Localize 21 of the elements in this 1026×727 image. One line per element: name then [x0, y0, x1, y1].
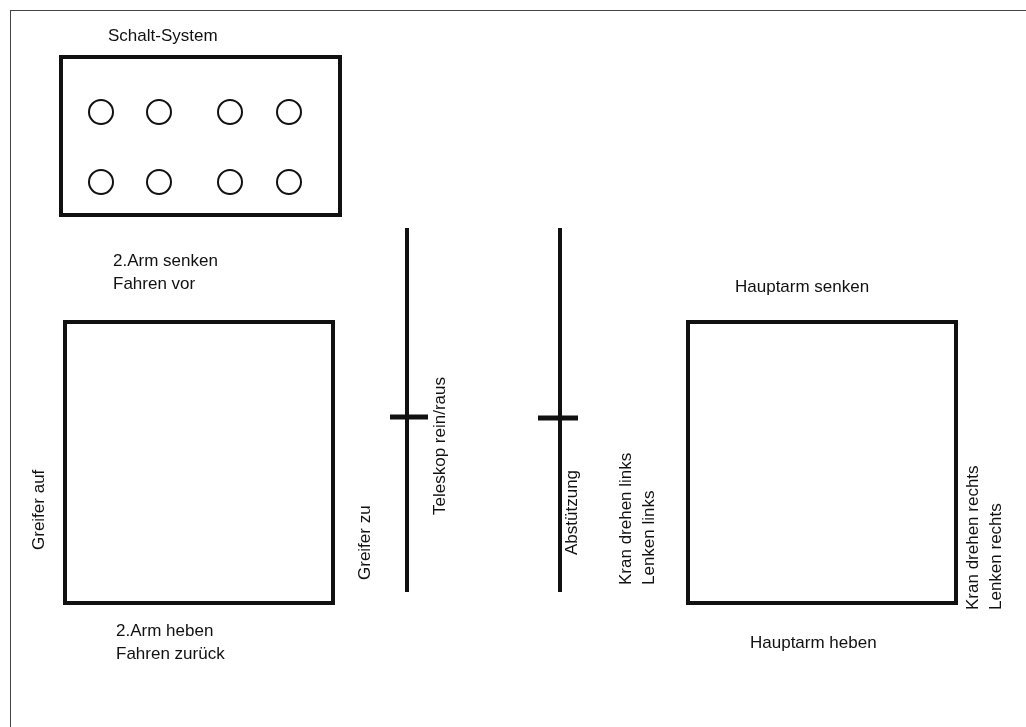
control-label: Kran drehen rechts Lenken rechts: [962, 464, 1006, 610]
knob-circle: [146, 169, 172, 195]
joystick-box: [63, 320, 335, 605]
control-label: Kran drehen links Lenken links: [615, 451, 659, 585]
knob-circle: [217, 99, 243, 125]
knob-circle: [146, 99, 172, 125]
control-label: Hauptarm heben: [750, 632, 878, 654]
knob-circle: [88, 169, 114, 195]
slider-label: Abstützung: [561, 468, 582, 555]
panel-heading: Schalt-System: [108, 27, 218, 44]
knob-circle: [88, 99, 114, 125]
control-label: Greifer auf: [28, 468, 49, 550]
control-label: Hauptarm senken: [735, 276, 871, 298]
knob-circle: [276, 99, 302, 125]
slider-label: Teleskop rein/raus: [429, 376, 450, 515]
control-label: 2.Arm senken Fahren vor: [113, 250, 219, 295]
knob-circle: [276, 169, 302, 195]
joystick-box: [686, 320, 958, 605]
control-label: 2.Arm heben Fahren zurück: [116, 620, 226, 665]
knob-circle: [217, 169, 243, 195]
control-label: Greifer zu: [354, 504, 375, 580]
